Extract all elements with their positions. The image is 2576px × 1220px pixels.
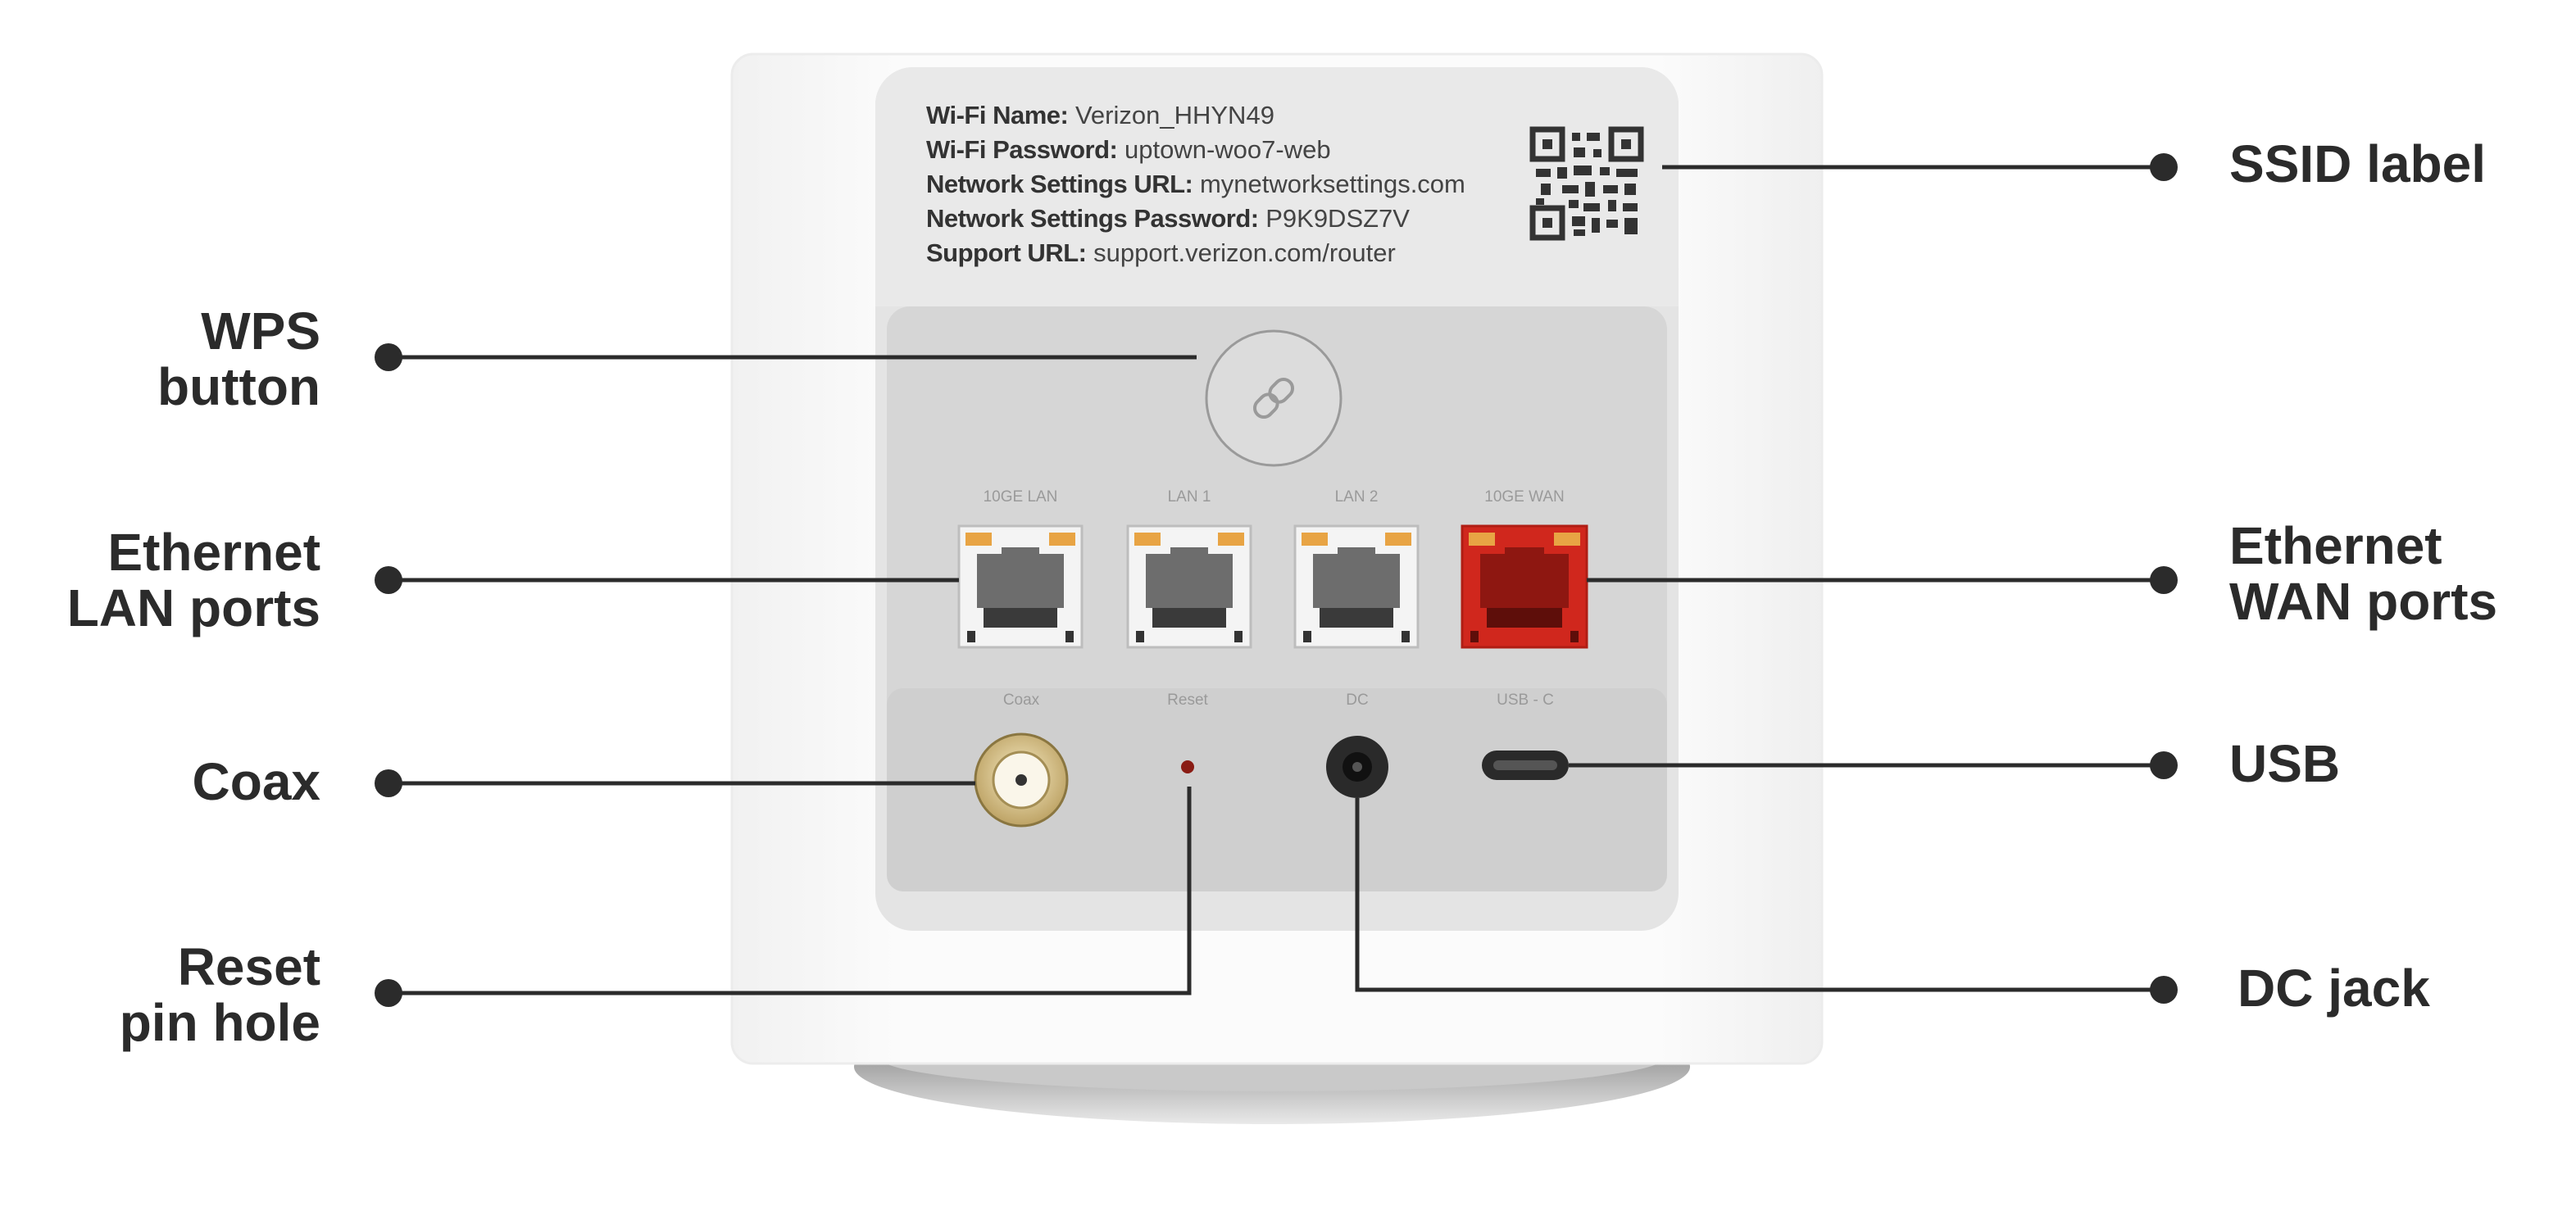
callout-coax: Coax	[193, 754, 321, 810]
ssid-row-support-url: Support URL: support.verizon.com/router	[926, 236, 1396, 270]
dot-ssid	[2150, 153, 2178, 181]
ssid-row-key: Network Settings URL:	[926, 170, 1193, 198]
dot-dc	[2150, 976, 2178, 1004]
port-tag-10ge-lan: 10GE LAN	[983, 488, 1058, 506]
dot-reset	[375, 979, 402, 1007]
callout-line: SSID label	[2229, 134, 2486, 193]
dot-coax	[375, 769, 402, 797]
ssid-row-wifi-name: Wi-Fi Name: Verizon_HHYN49	[926, 98, 1274, 133]
coax-connector-illustration	[974, 732, 1069, 828]
callout-line: LAN ports	[66, 578, 320, 637]
leader-dc	[1355, 798, 2164, 992]
leader-dots	[375, 153, 2178, 1007]
qr-code	[1529, 126, 1644, 241]
ssid-row-key: Support URL:	[926, 238, 1087, 267]
ethernet-port-lan1	[1126, 524, 1252, 649]
ssid-row-key: Wi-Fi Password:	[926, 135, 1118, 164]
leader-reset	[388, 787, 1192, 996]
port-tag-coax: Coax	[1002, 692, 1040, 709]
ethernet-port-10ge-wan	[1461, 524, 1588, 649]
port-tag-lan2: LAN 2	[1334, 488, 1379, 506]
leader-lines	[388, 165, 2164, 996]
callout-line: Ethernet	[2229, 516, 2442, 575]
callout-line: WAN ports	[2229, 572, 2498, 631]
callout-line: Ethernet	[107, 523, 320, 582]
callout-dc-jack: DC jack	[2238, 960, 2430, 1016]
ssid-row-value: mynetworksettings.com	[1199, 170, 1465, 198]
wps-button-illustration	[1205, 329, 1343, 467]
dot-wps	[375, 343, 402, 371]
callout-line: WPS	[201, 302, 320, 361]
dc-jack-illustration	[1326, 736, 1388, 798]
ssid-row-network-url: Network Settings URL: mynetworksettings.…	[926, 167, 1465, 202]
port-tag-lan1: LAN 1	[1167, 488, 1211, 506]
callout-ethernet-lan-ports: Ethernet LAN ports	[67, 524, 320, 636]
callout-reset-pin-hole: Reset pin hole	[120, 939, 320, 1050]
link-icon	[1252, 377, 1295, 420]
port-tag-reset: Reset	[1167, 692, 1208, 709]
callout-line: DC jack	[2238, 959, 2430, 1018]
usbc-port-illustration	[1482, 751, 1569, 780]
ssid-row-wifi-password: Wi-Fi Password: uptown-woo7-web	[926, 133, 1331, 167]
callout-line: Reset	[177, 937, 320, 996]
ssid-row-network-password: Network Settings Password: P9K9DSZ7V	[926, 202, 1410, 236]
callout-ethernet-wan-ports: Ethernet WAN ports	[2229, 518, 2497, 629]
port-tag-10ge-wan: 10GE WAN	[1484, 488, 1565, 506]
ssid-row-key: Network Settings Password:	[926, 204, 1259, 233]
ethernet-port-lan2	[1293, 524, 1420, 649]
port-tag-dc: DC	[1346, 692, 1369, 709]
ssid-row-value: Verizon_HHYN49	[1074, 101, 1274, 129]
callout-line: USB	[2229, 734, 2341, 793]
ssid-row-value: support.verizon.com/router	[1093, 238, 1396, 267]
callout-line: Coax	[192, 752, 321, 811]
port-tag-usbc: USB - C	[1497, 692, 1554, 709]
callout-line: button	[157, 357, 320, 416]
reset-pin-hole-illustration	[1181, 760, 1194, 773]
ssid-row-key: Wi-Fi Name:	[926, 101, 1069, 129]
ethernet-port-10ge-lan	[957, 524, 1084, 649]
callout-ssid-label: SSID label	[2229, 136, 2486, 192]
ssid-row-value: P9K9DSZ7V	[1265, 204, 1410, 233]
callout-usb: USB	[2229, 736, 2340, 791]
dot-wan	[2150, 566, 2178, 594]
ssid-row-value: uptown-woo7-web	[1124, 135, 1331, 164]
callout-wps-button: WPS button	[157, 303, 320, 415]
callout-line: pin hole	[119, 993, 320, 1052]
dot-lan	[375, 566, 402, 594]
dot-usb	[2150, 751, 2178, 779]
